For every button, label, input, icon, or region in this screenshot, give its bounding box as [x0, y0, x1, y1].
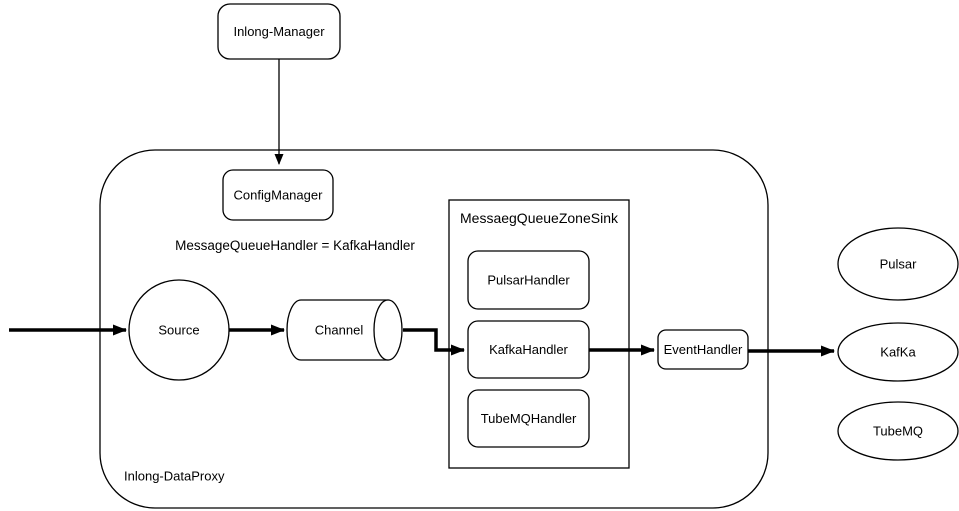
pulsar-ellipse [837, 227, 959, 301]
channel-label: Channel [315, 323, 364, 338]
pulsar-label: Pulsar [880, 257, 918, 272]
tubemq-handler-node: TubeMQHandler [467, 389, 590, 448]
channel-cylinder-cap [373, 299, 403, 361]
pulsar-handler-node: PulsarHandler [467, 250, 590, 310]
source-label: Source [158, 323, 199, 338]
tubemq-label: TubeMQ [873, 424, 923, 439]
kafka-handler-node: KafkaHandler [467, 320, 590, 379]
mq-handler-annotation: MessageQueueHandler = KafkaHandler [175, 238, 415, 253]
mq-zone-sink-group: MessaegQueueZoneSink PulsarHandler Kafka… [448, 199, 630, 469]
inlong-manager-node: Inlong-Manager [217, 3, 341, 60]
mq-zone-sink-title: MessaegQueueZoneSink [460, 210, 619, 226]
event-handler-node: EventHandler [657, 329, 749, 370]
channel-cylinder-body [286, 299, 389, 361]
pulsar-handler-box [467, 250, 590, 310]
tubemq-handler-box [467, 389, 590, 448]
tubemq-ellipse [837, 401, 959, 461]
config-manager-label: ConfigManager [234, 188, 324, 203]
event-handler-label: EventHandler [664, 342, 743, 357]
kafka-node: KafKa [837, 322, 959, 382]
tubemq-node: TubeMQ [837, 401, 959, 461]
config-manager-node: ConfigManager [222, 169, 334, 221]
tubemq-handler-label: TubeMQHandler [481, 411, 577, 426]
pulsar-handler-label: PulsarHandler [487, 273, 570, 288]
inlong-manager-label: Inlong-Manager [233, 24, 325, 39]
pulsar-node: Pulsar [837, 227, 959, 301]
kafka-ellipse [837, 322, 959, 382]
dataproxy-label: Inlong-DataProxy [124, 469, 225, 484]
kafka-handler-label: KafkaHandler [489, 342, 568, 357]
source-node: Source [128, 279, 230, 381]
channel-to-kafkahandler-arrow [403, 328, 465, 356]
config-manager-box [222, 169, 334, 221]
kafka-label: KafKa [880, 345, 916, 360]
channel-node: Channel [286, 299, 403, 361]
